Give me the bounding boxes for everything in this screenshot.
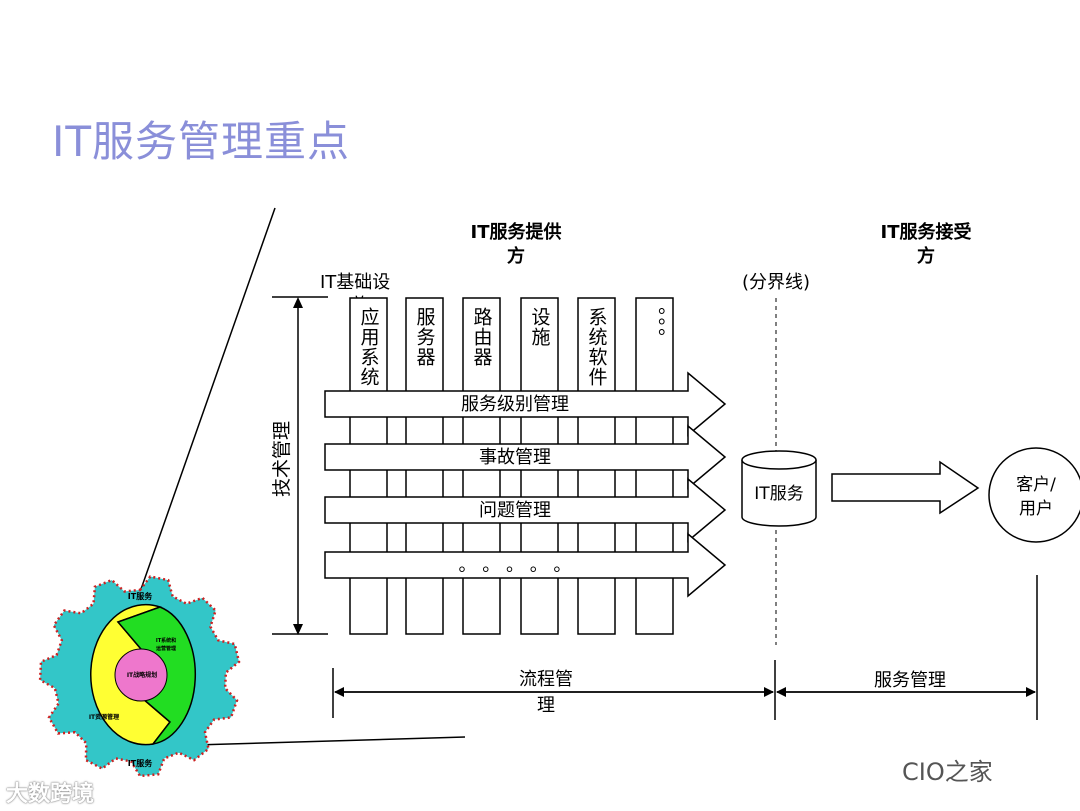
infrastructure-column-label: 应用系统 bbox=[358, 307, 380, 387]
process-arrow-label: 。 。 。 。 。 bbox=[459, 555, 572, 576]
boundary-label: (分界线) bbox=[742, 272, 810, 293]
gear-green-label-2: 运营管理 bbox=[156, 645, 176, 652]
gear-top-label: IT服务 bbox=[128, 591, 153, 601]
tech-axis-arrow-up bbox=[293, 297, 303, 308]
gear-yellow-label: IT资源管理 bbox=[89, 713, 119, 721]
infrastructure-column-label: 服务器 bbox=[414, 307, 436, 367]
infrastructure-column-label: 。。。 bbox=[644, 307, 666, 348]
service-mgmt-label: 服务管理 bbox=[874, 670, 946, 691]
receiver-header-line1: IT服务接受 bbox=[881, 221, 972, 243]
process-arrow-label: 服务级别管理 bbox=[461, 394, 569, 415]
process-arrow-label: 问题管理 bbox=[479, 500, 551, 521]
process-mgmt-label-line2: 理 bbox=[537, 695, 555, 716]
customer-label-line1: 客户/ bbox=[1016, 475, 1056, 495]
itsm-gear-graphic: IT服务 IT服务 IT系统和 运营管理 IT战略规划 IT资源管理 bbox=[40, 577, 239, 777]
gear-center-label: IT战略规划 bbox=[127, 671, 157, 679]
customer-circle bbox=[989, 448, 1080, 542]
provider-header-line1: IT服务提供 bbox=[471, 221, 562, 243]
process-mgmt-label-line1: 流程管 bbox=[519, 669, 573, 690]
gear-green-label-1: IT系统和 bbox=[156, 637, 176, 644]
receiver-header-line2: 方 bbox=[917, 245, 935, 267]
zoom-line-top bbox=[140, 208, 275, 592]
infrastructure-column-label: 系统软件 bbox=[586, 307, 608, 387]
watermark-left: 大数跨境 bbox=[6, 776, 94, 808]
infrastructure-column-label: 路由器 bbox=[471, 307, 493, 367]
watermark-right: CIO之家 bbox=[902, 752, 993, 787]
tech-axis-label: 技术管理 bbox=[271, 421, 293, 497]
delivery-arrow bbox=[832, 462, 978, 513]
infrastructure-column-label: 设施 bbox=[529, 307, 551, 347]
customer-label-line2: 用户 bbox=[1019, 499, 1053, 519]
provider-header-line2: 方 bbox=[507, 245, 525, 267]
infrastructure-label-line1: IT基础设 bbox=[320, 272, 390, 293]
process-arrow-label: 事故管理 bbox=[479, 447, 551, 468]
it-service-cylinder: IT服务 bbox=[742, 451, 816, 526]
gear-bottom-label: IT服务 bbox=[128, 758, 153, 768]
it-service-label: IT服务 bbox=[754, 484, 803, 504]
